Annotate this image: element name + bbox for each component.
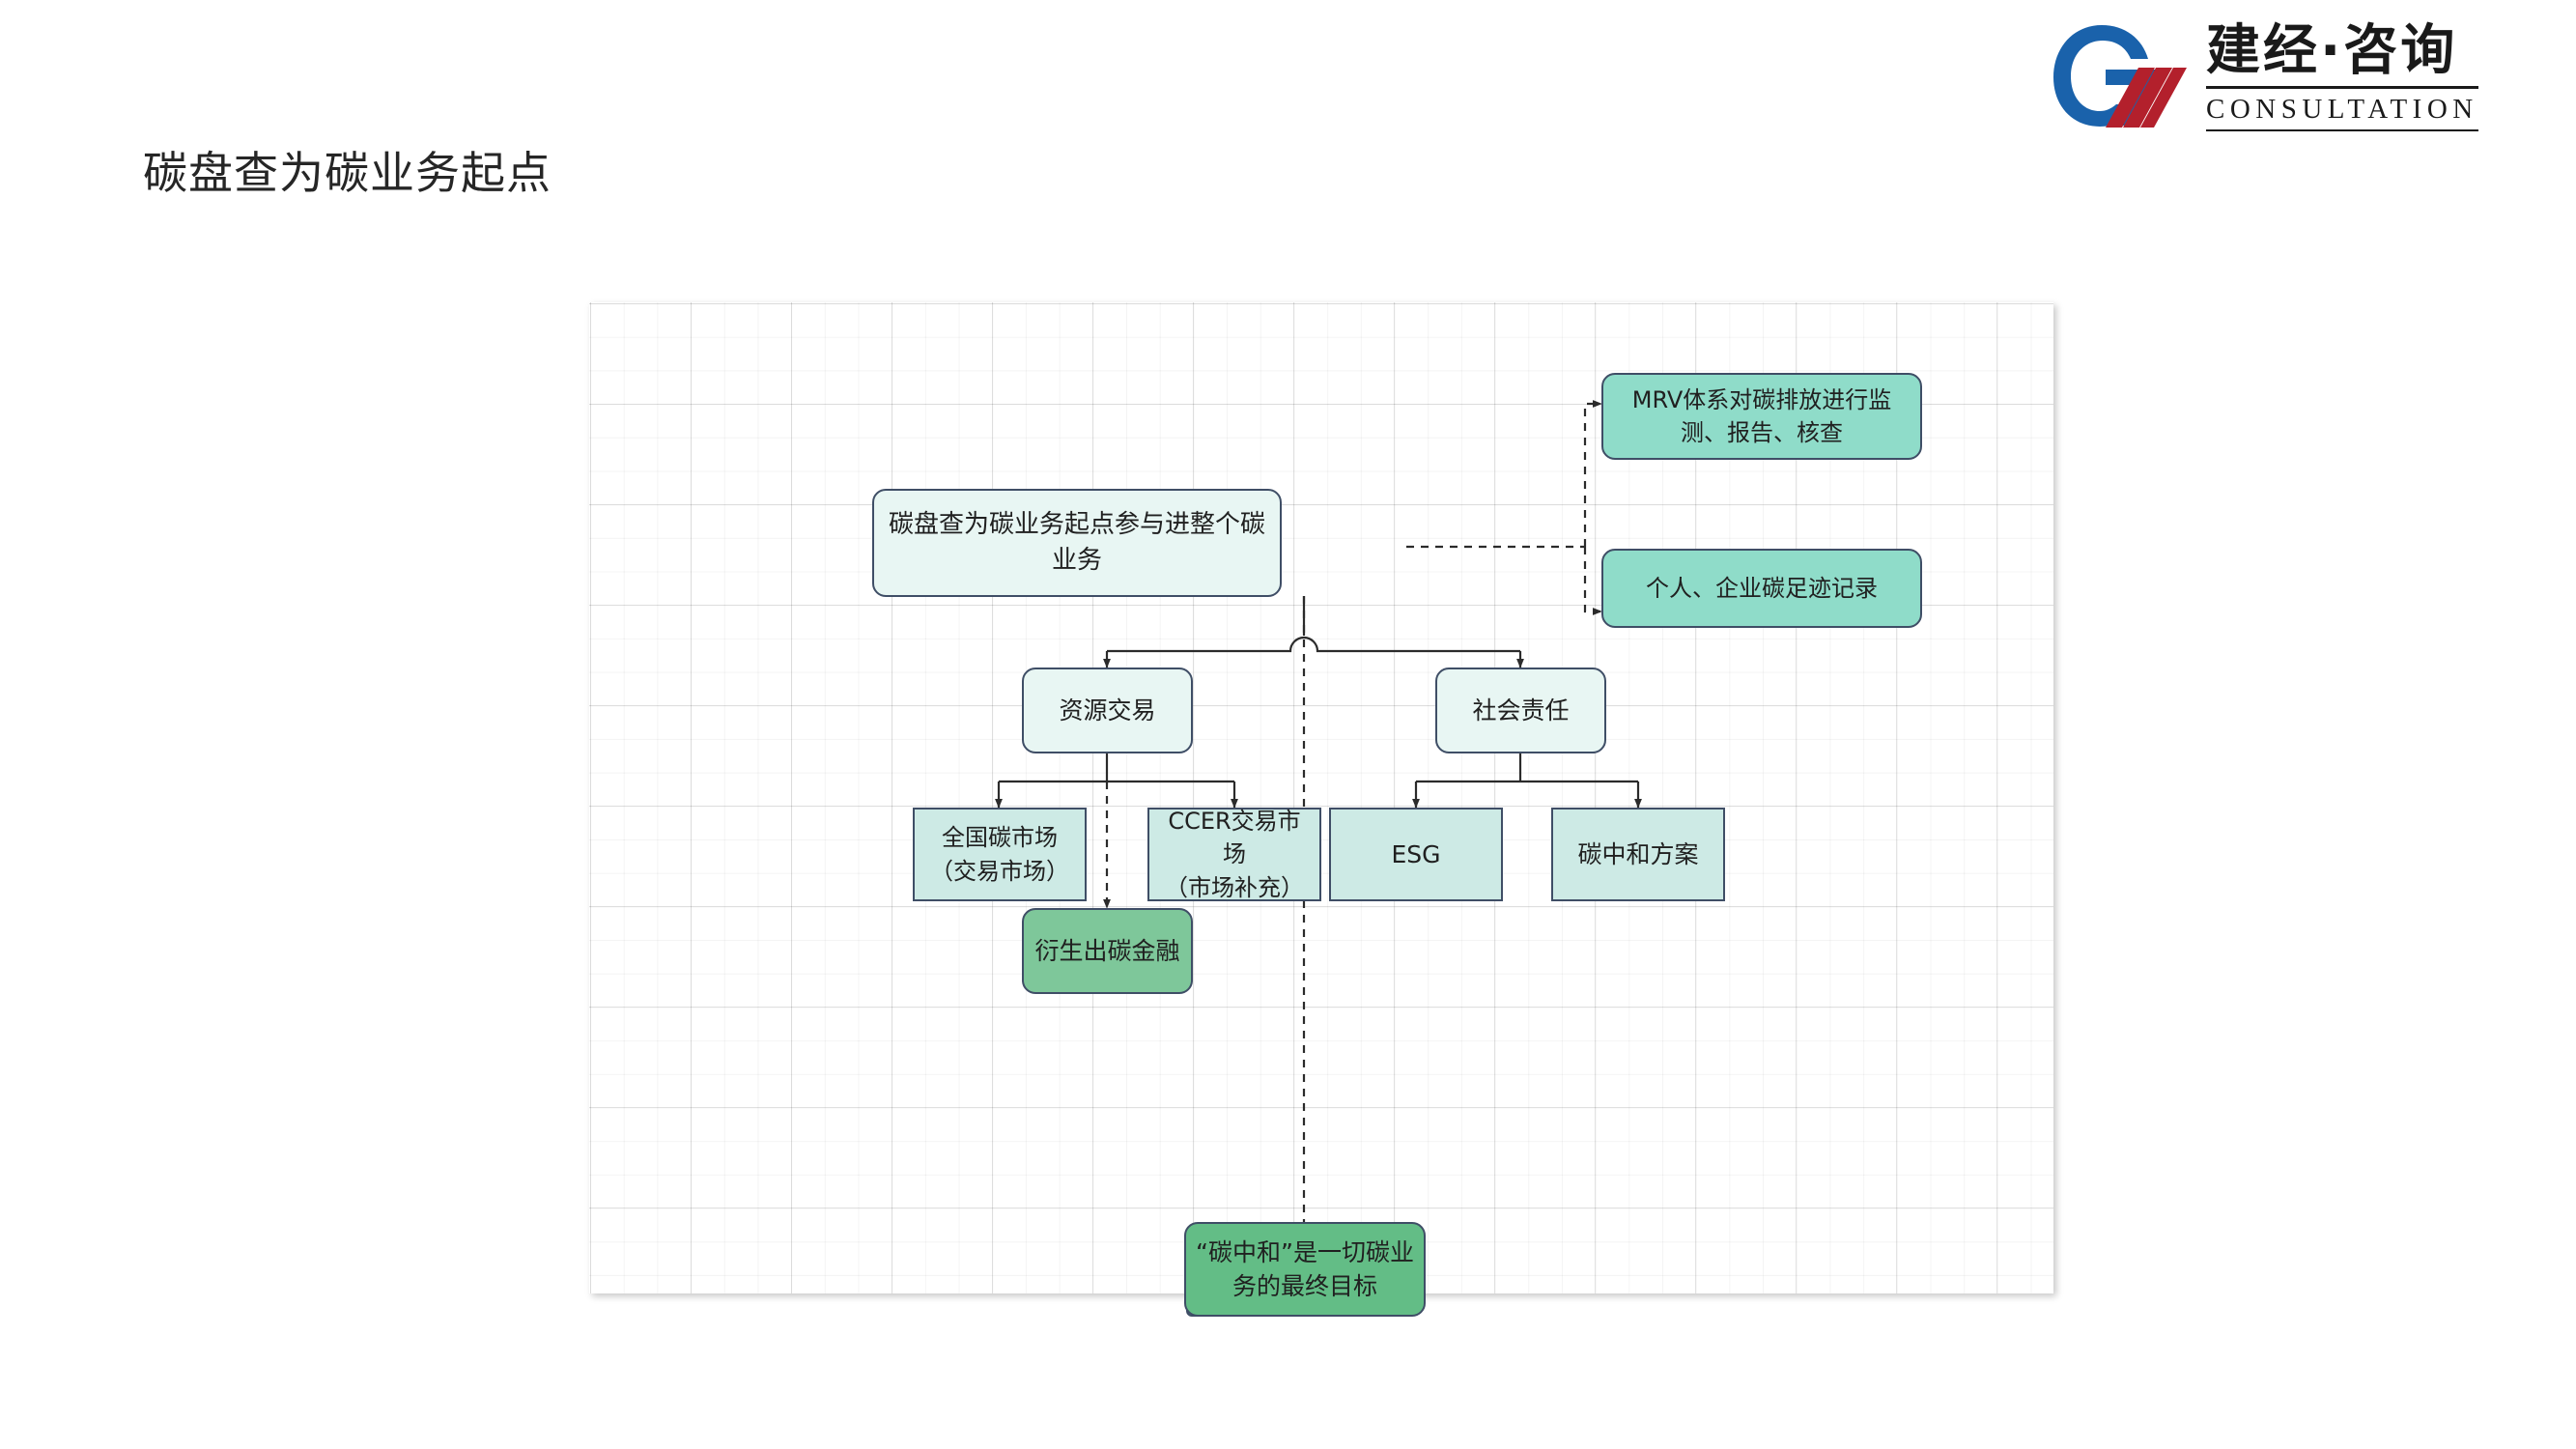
node-social-responsibility-label: 社会责任	[1472, 696, 1570, 724]
node-social-responsibility[interactable]: 社会责任	[1435, 668, 1606, 753]
node-carbon-neutral-plan-label: 碳中和方案	[1577, 839, 1699, 868]
node-carbon-neutral-goal-label: “碳中和”是一切碳业务的最终目标	[1196, 1237, 1414, 1301]
brand-divider-bottom	[2206, 128, 2478, 131]
node-carbon-neutral-goal[interactable]: “碳中和”是一切碳业务的最终目标	[1184, 1222, 1426, 1317]
node-esg[interactable]: ESG	[1329, 808, 1503, 901]
node-center-label: 碳盘查为碳业务起点参与进整个碳业务	[888, 510, 1265, 575]
brand-logo: 建经·咨询 CONSULTATION	[2046, 14, 2548, 137]
node-resource-trading-label: 资源交易	[1059, 696, 1156, 724]
brand-name-en: CONSULTATION	[2206, 93, 2478, 125]
brand-divider	[2206, 85, 2478, 89]
node-ccer-market[interactable]: CCER交易市场 （市场补充）	[1147, 808, 1321, 901]
node-esg-label: ESG	[1391, 839, 1441, 868]
brand-logo-text: 建经·咨询 CONSULTATION	[2206, 19, 2478, 131]
node-carbon-neutral-plan[interactable]: 碳中和方案	[1551, 808, 1725, 901]
edge-bus-level1	[1107, 636, 1520, 653]
edge-center-to-mrv	[1583, 400, 1602, 547]
diagram-canvas: 碳盘查为碳业务起点参与进整个碳业务 MRV体系对碳排放进行监测、报告、核查 个人…	[589, 302, 2053, 1317]
node-footprint[interactable]: 个人、企业碳足迹记录	[1601, 549, 1922, 628]
jianjing-circular-g-logo-icon	[2046, 17, 2189, 133]
node-mrv-label: MRV体系对碳排放进行监测、报告、核查	[1631, 385, 1892, 446]
node-national-carbon-market[interactable]: 全国碳市场 （交易市场）	[913, 808, 1087, 901]
node-footprint-label: 个人、企业碳足迹记录	[1646, 574, 1878, 602]
node-mrv[interactable]: MRV体系对碳排放进行监测、报告、核查	[1601, 373, 1922, 460]
node-ccer-market-label: CCER交易市场 （市场补充）	[1165, 808, 1304, 901]
page-title: 碳盘查为碳业务起点	[143, 147, 552, 199]
node-carbon-finance[interactable]: 衍生出碳金融	[1022, 908, 1193, 994]
edge-center-to-footprint	[1583, 547, 1602, 615]
node-national-carbon-market-label: 全国碳市场 （交易市场）	[930, 824, 1069, 885]
node-center[interactable]: 碳盘查为碳业务起点参与进整个碳业务	[872, 489, 1282, 597]
brand-name-cn: 建经·咨询	[2206, 19, 2458, 83]
node-resource-trading[interactable]: 资源交易	[1022, 668, 1193, 753]
node-carbon-finance-label: 衍生出碳金融	[1034, 936, 1180, 965]
